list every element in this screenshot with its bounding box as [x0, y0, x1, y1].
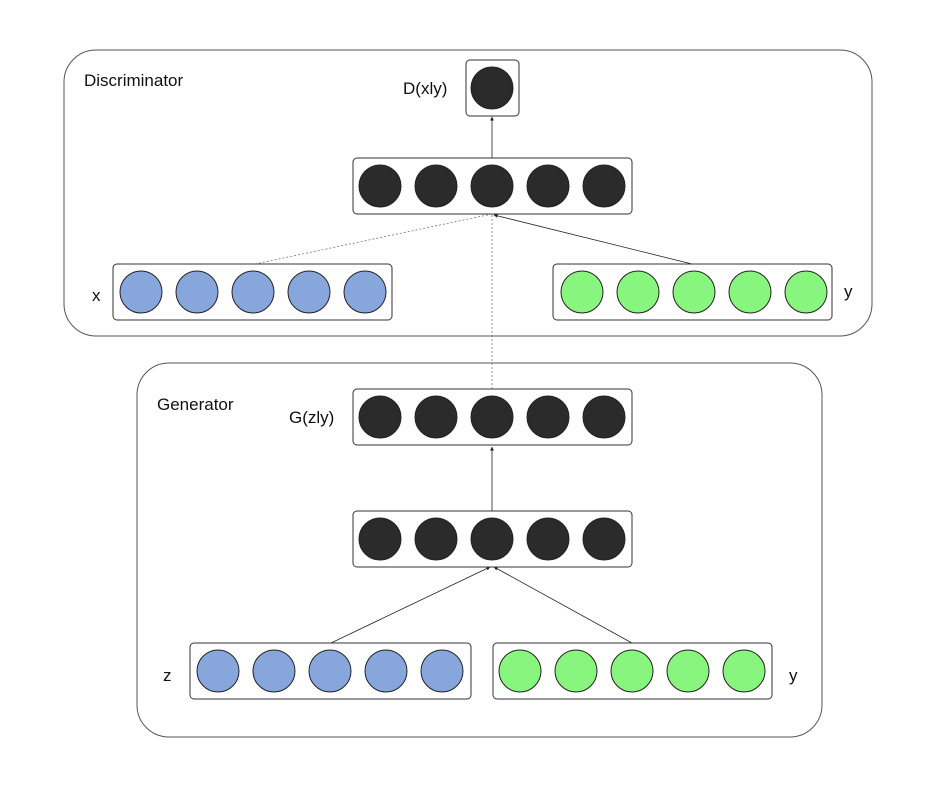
gen-hidden-nodes: [358, 517, 626, 561]
gen-y-node-5: [722, 649, 766, 693]
disc-hidden-node-2: [414, 164, 458, 208]
gen-y-node-1: [498, 649, 542, 693]
gen-z-node-2: [252, 649, 296, 693]
gen-hidden-node-5: [582, 517, 626, 561]
gen-output-node-1: [358, 395, 402, 439]
gen-z-label: z: [163, 666, 172, 685]
disc-x-node-4: [287, 270, 331, 314]
disc-x-node-1: [119, 270, 163, 314]
disc-output-label: D(xly): [403, 79, 447, 98]
gen-output-nodes: [358, 395, 626, 439]
gen-z-nodes: [196, 649, 464, 693]
gen-z-node-5: [420, 649, 464, 693]
gen-output-node-2: [414, 395, 458, 439]
disc-y-node-4: [728, 270, 772, 314]
disc-x-node-3: [231, 270, 275, 314]
disc-x-node-2: [175, 270, 219, 314]
disc-hidden-node-1: [358, 164, 402, 208]
gen-output-node-5: [582, 395, 626, 439]
gen-hidden-node-2: [414, 517, 458, 561]
edge-z-to-gen-hidden: [330, 566, 491, 644]
disc-y-node-3: [672, 270, 716, 314]
gen-y-node-3: [610, 649, 654, 693]
gen-y-label: y: [789, 666, 798, 685]
disc-hidden-node-5: [582, 164, 626, 208]
disc-y-node-2: [616, 270, 660, 314]
disc-output-node-1: [470, 66, 514, 110]
gen-z-node-4: [364, 649, 408, 693]
edge-x-to-disc-hidden: [254, 213, 493, 265]
disc-output-nodes: [470, 66, 514, 110]
gen-hidden-node-3: [470, 517, 514, 561]
discriminator-title: Discriminator: [84, 71, 184, 90]
disc-hidden-node-4: [526, 164, 570, 208]
gen-output-node-4: [526, 395, 570, 439]
gen-output-node-3: [470, 395, 514, 439]
disc-y-nodes: [560, 270, 828, 314]
edge-y-to-disc-hidden: [493, 213, 693, 265]
gen-hidden-node-1: [358, 517, 402, 561]
disc-x-node-5: [343, 270, 387, 314]
disc-y-label: y: [844, 282, 853, 301]
disc-x-label: x: [92, 286, 101, 305]
disc-y-node-5: [784, 270, 828, 314]
disc-hidden-node-3: [470, 164, 514, 208]
gen-y-node-4: [666, 649, 710, 693]
disc-x-nodes: [119, 270, 387, 314]
gen-output-label: G(zly): [289, 408, 334, 427]
disc-y-node-1: [560, 270, 604, 314]
generator-title: Generator: [157, 395, 234, 414]
gen-hidden-node-4: [526, 517, 570, 561]
disc-hidden-nodes: [358, 164, 626, 208]
gen-z-node-3: [308, 649, 352, 693]
edge-gen-y-to-gen-hidden: [493, 566, 633, 644]
gen-y-node-2: [554, 649, 598, 693]
gen-z-node-1: [196, 649, 240, 693]
gen-y-nodes: [498, 649, 766, 693]
